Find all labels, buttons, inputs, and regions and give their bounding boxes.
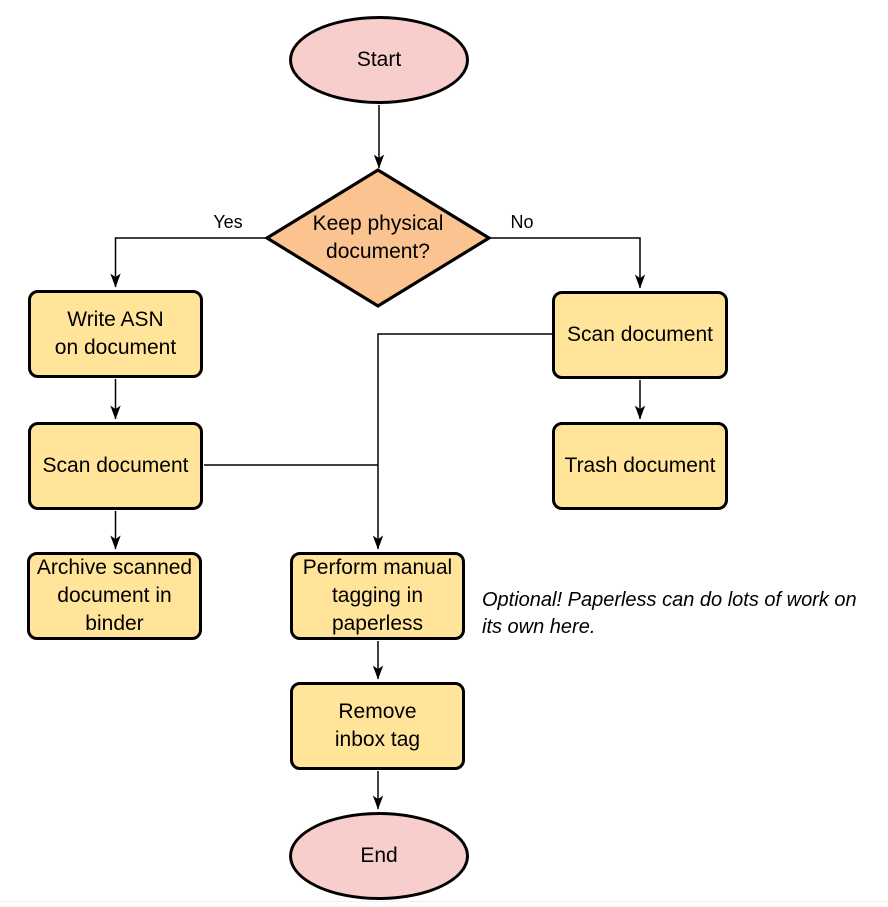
edge-label-yes: Yes (213, 212, 243, 232)
node-archive-binder: Archive scanned document in binder (27, 552, 202, 640)
node-write-asn: Write ASN on document (28, 290, 203, 378)
node-trash-document: Trash document (552, 422, 728, 510)
node-remove-inbox-tag: Remove inbox tag (290, 682, 465, 770)
edge-label-no: No (510, 212, 534, 232)
edge-scan-right-to-tagging (372, 333, 552, 550)
node-scan-document-right: Scan document (552, 291, 728, 379)
edge-decision-no-to-scan-right (489, 237, 646, 289)
node-scan-document-left: Scan document (28, 422, 203, 510)
node-decision-label: Keep physical document? (312, 212, 444, 263)
decision-diamond-shape (263, 168, 493, 308)
bottom-divider (0, 901, 888, 902)
optional-annotation: Optional! Paperless can do lots of work … (482, 589, 857, 638)
node-end: End (289, 812, 469, 900)
node-manual-tagging: Perform manual tagging in paperless (290, 552, 465, 640)
edge-decision-yes-to-write-asn (110, 237, 266, 288)
node-start: Start (289, 16, 469, 104)
